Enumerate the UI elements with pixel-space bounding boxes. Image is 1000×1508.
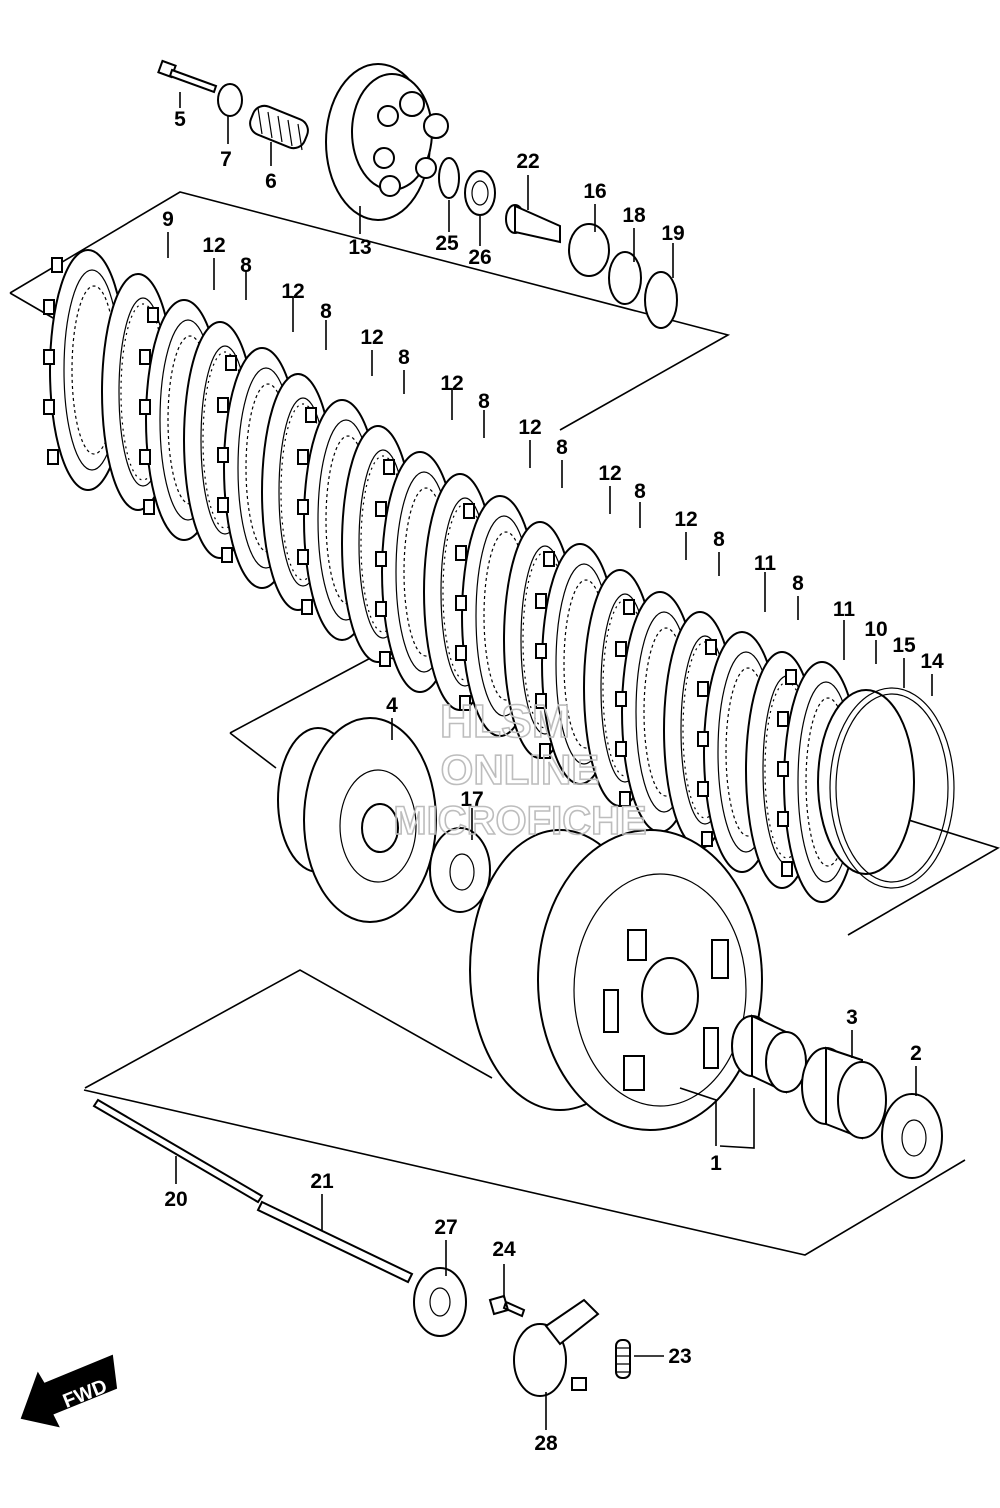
- bearing: [464, 170, 496, 216]
- clutch-nut: [568, 223, 610, 277]
- callout-numbers: 5 7 6 13 25 26 22 16 18 19 9 12 8 12 8 1…: [162, 108, 944, 1455]
- callout-8h: 8: [792, 572, 804, 595]
- callout-12g: 12: [674, 508, 697, 531]
- release-cam: [513, 1298, 600, 1397]
- callout-leaders: [167, 92, 933, 1430]
- callout-15: 15: [892, 634, 916, 657]
- spacer-washer-hole: [901, 1119, 927, 1157]
- spring-seat-ring: [817, 689, 915, 875]
- callout-12c: 12: [360, 326, 383, 349]
- callout-27: 27: [434, 1216, 457, 1239]
- watermark-line1: HLSM: [440, 695, 570, 747]
- push-rod-long: [92, 1098, 264, 1204]
- callout-8c: 8: [398, 346, 410, 369]
- clutch-housing: [469, 829, 763, 1131]
- callout-21: 21: [310, 1170, 334, 1193]
- watermark-line3: MICROFICHE: [393, 799, 646, 843]
- fwd-arrow-icon: [20, 1354, 118, 1428]
- callout-8e: 8: [556, 436, 568, 459]
- callout-2: 2: [910, 1042, 922, 1065]
- lock-washer: [608, 251, 642, 305]
- callout-10: 10: [864, 618, 887, 641]
- washer: [217, 83, 243, 117]
- callout-1: 1: [710, 1152, 722, 1175]
- group-outline-top: [9, 191, 731, 431]
- wire-ring-inner: [835, 693, 949, 883]
- callout-8g: 8: [713, 528, 725, 551]
- callout-13: 13: [348, 236, 371, 259]
- callout-12f: 12: [598, 462, 621, 485]
- callout-4: 4: [386, 694, 398, 717]
- callout-28: 28: [534, 1432, 558, 1455]
- callout-12d: 12: [440, 372, 463, 395]
- callout-8f: 8: [634, 480, 646, 503]
- callout-11b: 11: [833, 598, 856, 621]
- release-cam-bolt: [488, 1294, 526, 1318]
- clutch-hub: [277, 717, 437, 923]
- push-rod-bearing: [413, 1267, 467, 1337]
- callout-24: 24: [492, 1238, 516, 1261]
- return-spring: [615, 1339, 631, 1379]
- fwd-direction-badge: FWD: [20, 1354, 118, 1428]
- callout-12e: 12: [518, 416, 541, 439]
- pressure-plate: [325, 63, 449, 221]
- callout-25: 25: [435, 232, 459, 255]
- hub-thrust-washer: [429, 827, 491, 913]
- hub-thrust-washer-hole: [449, 853, 475, 891]
- release-rod: [505, 204, 561, 244]
- callout-8d: 8: [478, 390, 490, 413]
- bearing-inner: [471, 180, 489, 206]
- callout-20: 20: [164, 1188, 187, 1211]
- callout-6: 6: [265, 170, 277, 193]
- watermark-line2: ONLINE: [441, 746, 600, 793]
- housing-sleeve: [731, 1014, 807, 1094]
- bolt: [157, 59, 218, 94]
- callout-5: 5: [174, 108, 186, 131]
- callout-12b: 12: [281, 280, 304, 303]
- clutch-spring: [249, 104, 309, 151]
- callout-23: 23: [668, 1345, 691, 1368]
- push-rod-short: [256, 1200, 414, 1284]
- thrust-washer: [644, 271, 678, 329]
- callout-11a: 11: [754, 552, 777, 575]
- needle-bearing: [801, 1046, 887, 1140]
- callout-7: 7: [220, 148, 232, 171]
- callout-12a: 12: [202, 234, 225, 257]
- callout-26: 26: [468, 246, 491, 269]
- wire-ring: [829, 687, 955, 889]
- watermark: HLSM ONLINE MICROFICHE: [393, 694, 648, 844]
- push-rod-bearing-hole: [429, 1287, 451, 1317]
- callout-22: 22: [516, 150, 539, 173]
- callout-9: 9: [162, 208, 174, 231]
- spacer-washer: [881, 1093, 943, 1179]
- callout-8a: 8: [240, 254, 252, 277]
- callout-8b: 8: [320, 300, 332, 323]
- callout-16: 16: [583, 180, 606, 203]
- callout-17: 17: [460, 788, 483, 811]
- group-outline-lower: [83, 969, 966, 1256]
- callout-14: 14: [920, 650, 944, 673]
- callout-19: 19: [661, 222, 684, 245]
- callout-18: 18: [622, 204, 646, 227]
- callout-3: 3: [846, 1006, 858, 1029]
- washer: [438, 157, 460, 199]
